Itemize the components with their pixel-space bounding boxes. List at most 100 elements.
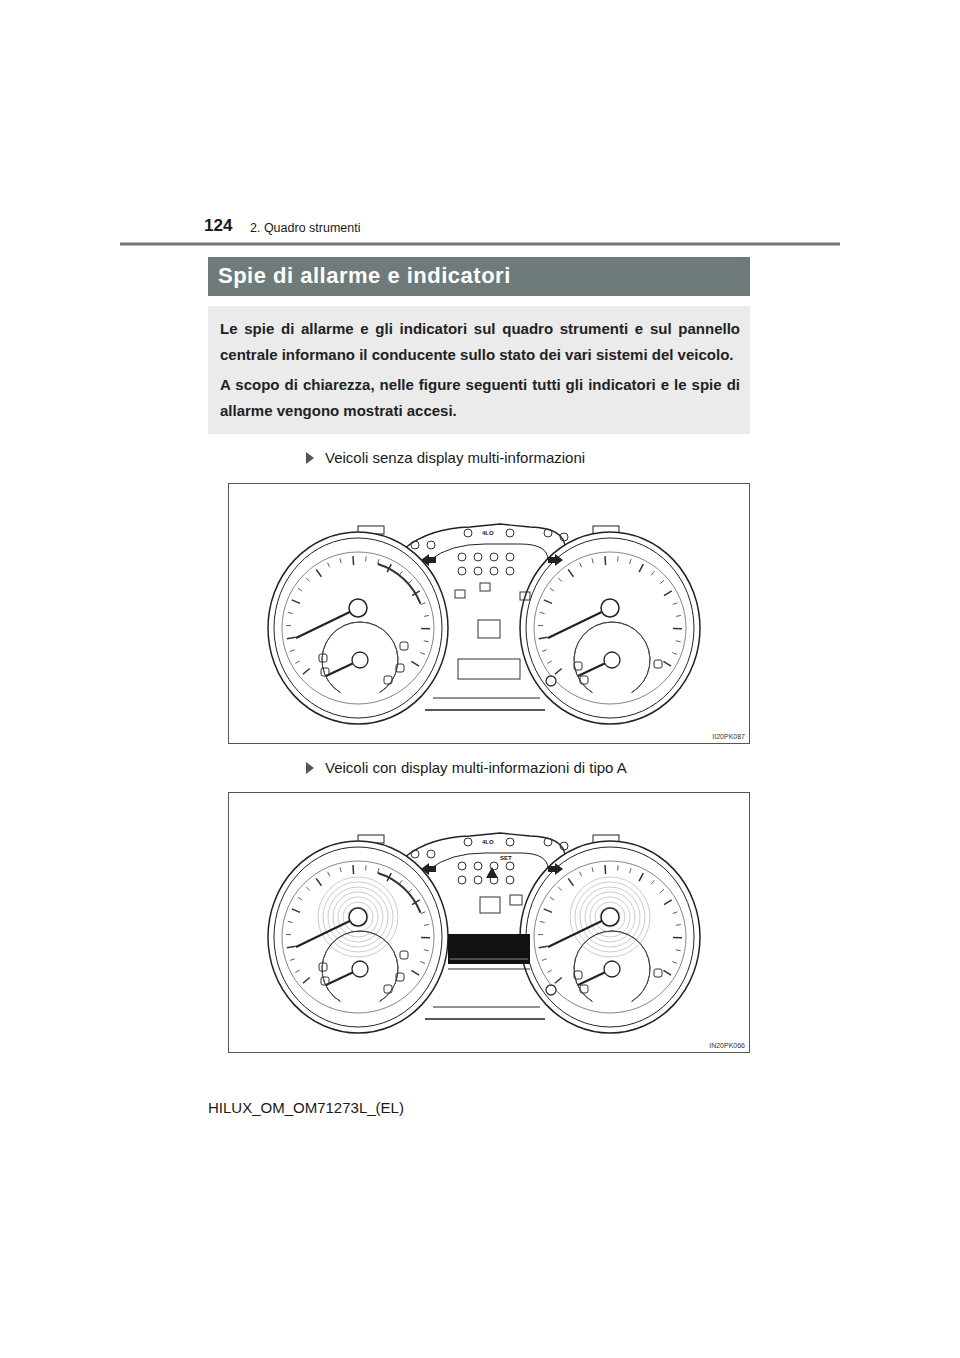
multi-info-display <box>448 934 530 964</box>
indicator-icon <box>384 985 392 993</box>
intro-paragraph: Le spie di allarme e gli indicatori sul … <box>220 316 740 368</box>
warning-lamp <box>427 850 435 858</box>
sub-dial-hub <box>352 652 368 668</box>
center-square <box>478 620 500 638</box>
gauge-tick <box>544 909 552 913</box>
gauge-tick <box>673 603 678 605</box>
warning-lamp <box>506 876 514 884</box>
gauge-tick <box>420 653 425 655</box>
gauge-tick <box>295 970 299 972</box>
gauge-tick <box>676 924 681 926</box>
indicator-icon <box>321 977 329 985</box>
warning-lamp <box>490 553 498 561</box>
indicator-icon <box>384 676 392 684</box>
gauge-tick <box>306 887 310 890</box>
header-rule <box>120 243 840 246</box>
gauge-tick <box>550 588 554 591</box>
warning-lamp <box>464 838 472 846</box>
gauge-tick <box>286 934 291 935</box>
warning-lamp <box>458 553 466 561</box>
gauge-tick <box>580 563 582 568</box>
warning-lamp <box>560 533 568 541</box>
display-rule <box>448 969 530 970</box>
gauge-tick <box>630 868 631 873</box>
gauge-needle <box>548 917 610 947</box>
red-zone-arc <box>378 872 422 913</box>
needle-hub <box>601 908 619 926</box>
dial-ring <box>343 902 373 932</box>
center-square <box>480 897 500 913</box>
gauge-tick <box>651 571 654 575</box>
gauge-tick <box>580 872 582 877</box>
title-band <box>208 257 750 296</box>
indicator-icon <box>321 668 329 676</box>
warning-lamp <box>506 553 514 561</box>
gauge-needle <box>548 608 610 638</box>
gauge-tick <box>352 556 354 565</box>
gauge-tick <box>421 912 426 914</box>
warning-lamp <box>474 862 482 870</box>
gauge-tick <box>538 934 543 935</box>
gauge-tick <box>547 661 551 663</box>
gauge-tick <box>542 959 547 961</box>
gauge-tick <box>303 977 310 983</box>
gauge-tick <box>316 569 321 576</box>
indicator-icon <box>400 642 408 650</box>
eco-lamp <box>510 895 522 905</box>
dial-ring <box>348 907 368 927</box>
gauge-tick <box>352 865 354 874</box>
sub-dial-arc <box>574 931 650 1002</box>
gauge-tick <box>617 556 619 561</box>
icon-text: 4LO <box>482 530 494 537</box>
gauge-needle <box>296 608 358 638</box>
bullet-triangle <box>306 452 314 464</box>
gauge-tick <box>673 628 682 630</box>
gauge-tick <box>673 937 682 939</box>
figure-code: II20PK087 <box>712 733 745 740</box>
gauge-tick <box>290 959 295 961</box>
warning-lamp <box>458 876 466 884</box>
gauge-tick <box>542 650 547 652</box>
gauge-tick <box>660 580 664 583</box>
gauge-bezel <box>526 847 694 1027</box>
gauge-tick <box>328 563 330 568</box>
gauge-outer <box>520 532 700 724</box>
dial-ring <box>595 902 625 932</box>
warning-lamp <box>490 567 498 575</box>
gauge-tick <box>555 977 562 983</box>
figure-code: IN20PK066 <box>709 1042 745 1049</box>
gauge-tick <box>340 558 341 563</box>
turn-arrow-right <box>548 863 563 875</box>
gauge-tick <box>421 603 426 605</box>
icon-text: SET <box>500 855 512 862</box>
footer-code: HILUX_OM_OM71273L_(EL) <box>208 1100 404 1117</box>
gauge-tick <box>672 653 677 655</box>
intro-box: Le spie di allarme e gli indicatori sul … <box>208 306 750 434</box>
intro-box-ground <box>208 306 750 434</box>
master-warning-triangle <box>486 867 498 878</box>
indicator-icon <box>574 662 582 670</box>
gauge-tick <box>287 946 296 947</box>
gauge-bezel <box>274 847 442 1027</box>
section-title: Spie di allarme e indicatori <box>218 263 511 289</box>
warning-lamp <box>480 583 490 591</box>
gauge-tick <box>287 637 296 638</box>
gauge-tick <box>365 556 367 561</box>
gauge-tick <box>539 946 548 947</box>
figure-frame: II20PK087 <box>228 483 750 744</box>
gauge-tick <box>555 668 562 674</box>
gauge-tick <box>676 640 681 642</box>
warning-lamp <box>474 876 482 884</box>
gauge-tick <box>664 591 672 596</box>
gauge-tick <box>424 924 429 926</box>
gauge-tick <box>673 912 678 914</box>
gauge-tick <box>411 661 419 666</box>
gauge-tick <box>663 970 671 975</box>
warning-lamp <box>544 529 552 537</box>
gauge-tick <box>592 867 593 872</box>
needle-hub <box>349 908 367 926</box>
warning-lamp <box>427 541 435 549</box>
gauge-tick <box>420 962 425 964</box>
indicator-icon <box>319 654 327 662</box>
warning-lamp <box>411 850 419 858</box>
